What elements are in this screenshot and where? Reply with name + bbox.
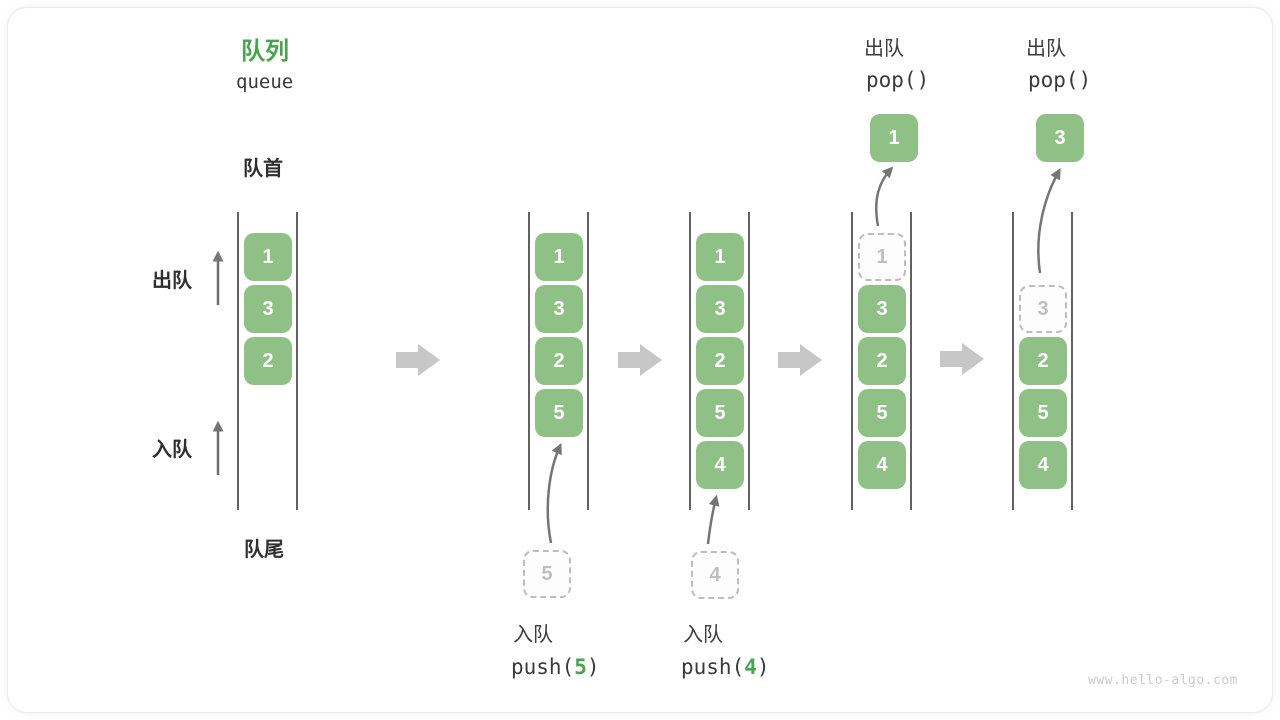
queue-rear-label: 队尾 <box>244 539 284 561</box>
queue-item: 2 <box>696 337 744 385</box>
incoming-item-ghost: 5 <box>523 550 571 598</box>
queue-walls <box>689 212 750 510</box>
code-fn: push( <box>511 655 575 679</box>
queue-item: 1 <box>244 233 292 281</box>
enqueue-op-code: push(5) <box>511 655 600 679</box>
queue-item: 3 <box>535 285 583 333</box>
watermark: www.hello-algo.com <box>1088 673 1238 688</box>
code-close: ) <box>756 655 770 679</box>
figure-card <box>7 7 1273 713</box>
code-fn: push( <box>681 655 745 679</box>
code-arg: 5 <box>574 655 587 679</box>
enqueue-op-label: 入队 <box>683 624 723 646</box>
queue-item: 2 <box>244 337 292 385</box>
queue-item: 4 <box>1019 441 1067 489</box>
queue-item: 1 <box>535 233 583 281</box>
queue-item: 4 <box>696 441 744 489</box>
figure-title-zh: 队列 <box>241 38 289 65</box>
enqueue-op-label: 入队 <box>513 624 553 646</box>
dequeue-op-code: pop() <box>866 68 930 92</box>
enqueue-side-label: 入队 <box>152 439 192 461</box>
queue-walls <box>237 212 298 510</box>
popped-item: 1 <box>870 114 918 162</box>
queue-walls <box>1012 212 1073 510</box>
queue-walls <box>851 212 912 510</box>
dequeue-op-code: pop() <box>1028 68 1092 92</box>
queue-item: 5 <box>858 389 906 437</box>
enqueue-op-code: push(4) <box>681 655 770 679</box>
queue-item: 4 <box>858 441 906 489</box>
dequeue-op-label: 出队 <box>1026 38 1066 60</box>
queue-item: 2 <box>535 337 583 385</box>
incoming-item-ghost: 4 <box>691 551 739 599</box>
code-close: ) <box>586 655 600 679</box>
popped-item: 3 <box>1036 114 1084 162</box>
dequeued-slot-ghost: 3 <box>1019 285 1067 333</box>
queue-front-label: 队首 <box>243 158 283 180</box>
queue-item: 3 <box>244 285 292 333</box>
figure-title-en: queue <box>236 71 294 93</box>
dequeue-op-label: 出队 <box>864 38 904 60</box>
queue-item: 3 <box>858 285 906 333</box>
queue-item: 5 <box>535 389 583 437</box>
queue-item: 5 <box>696 389 744 437</box>
queue-item: 2 <box>858 337 906 385</box>
queue-item: 5 <box>1019 389 1067 437</box>
queue-item: 1 <box>696 233 744 281</box>
code-arg: 4 <box>744 655 757 679</box>
queue-walls <box>528 212 589 510</box>
queue-item: 2 <box>1019 337 1067 385</box>
dequeue-side-label: 出队 <box>152 270 192 292</box>
dequeued-slot-ghost: 1 <box>858 233 906 281</box>
queue-item: 3 <box>696 285 744 333</box>
